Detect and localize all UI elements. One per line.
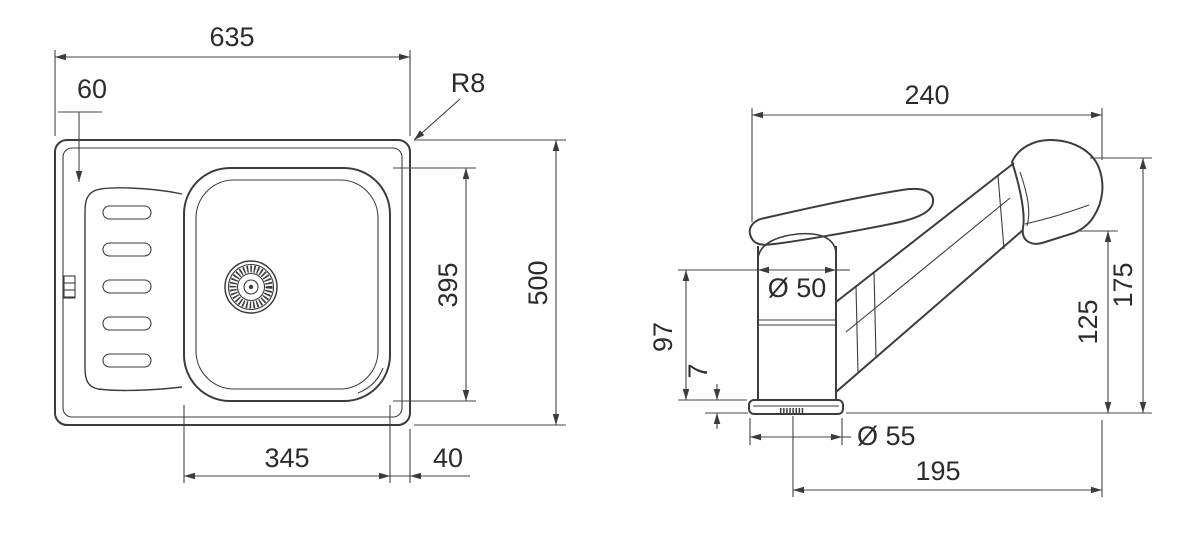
sink-inner-rim [62,147,403,418]
drain-icon [224,260,278,314]
sink-bowl-inner [195,179,379,390]
dim-label-total-width: 635 [209,22,254,52]
dim-label-bowl-depth: 395 [433,262,463,307]
dim-label-ledge-offset: 60 [77,74,107,104]
spray-head [1010,138,1104,245]
drainer-grooves [102,205,152,368]
overflow-grille [63,275,76,299]
spout-lower-edge [835,229,1024,393]
body-dome [757,232,837,259]
drain-center [248,284,254,290]
sink-top-view: 635 60 R8 500 395 [54,22,566,483]
dim-label-corner-radius: R8 [451,68,486,98]
dim-spout-reach: 195 [792,416,1103,497]
dim-label-base-height: 7 [683,363,713,378]
drain-ring [236,272,266,302]
dim-label-total-depth: 500 [523,260,553,305]
faucet-body [757,232,837,400]
spout-nut-line [873,271,877,358]
spray-head-outline [1010,138,1104,245]
dim-base-diameter: Ø 55 [749,418,916,451]
drainer-groove [102,316,152,331]
drain-center-ring [243,279,259,295]
dim-label-overall-width: 240 [904,80,949,110]
dim-label-edge-margin: 40 [433,443,463,473]
dim-bowl-width: 345 40 [183,405,470,483]
spout-head-joint [997,175,1005,250]
dim-base-height: 7 [683,363,748,429]
dim-total-height: 175 [1090,157,1152,413]
dim-sink-ledge-offset: 60 [58,74,107,182]
leader-line [413,98,461,141]
dim-label-body-diameter: Ø 50 [768,273,827,303]
drain-outer-ring [224,260,278,314]
dim-label-outlet-height: 125 [1073,299,1103,344]
dim-sink-total-depth: 500 [414,139,566,426]
dim-faucet-overall-width: 240 [751,80,1103,222]
dim-label-bowl-width: 345 [264,443,309,473]
dim-label-spout-reach: 195 [915,456,960,486]
dim-sink-total-width: 635 [54,22,411,136]
dim-label-total-height: 175 [1108,262,1138,307]
faucet-base-plate [748,399,844,415]
drain-knurl-ring [229,265,273,309]
drainer-area-outline [84,187,183,392]
spray-head-nozzle-line [1024,204,1090,225]
spout-mid-line [845,197,1011,333]
dim-bowl-depth: 395 [393,167,476,402]
drainer-groove [102,205,152,220]
drainer-groove [102,353,152,368]
dim-label-base-diameter: Ø 55 [857,421,916,451]
faucet-lever-handle [748,187,935,246]
drainer-groove [102,242,152,257]
base-plate-outline [748,399,844,415]
dim-label-body-height: 97 [648,322,678,352]
dim-outlet-height: 125 [1073,230,1118,413]
dim-body-height: 97 [648,270,747,401]
drainer-groove [102,279,152,294]
faucet-side-view: 240 Ø 50 97 7 125 [648,80,1152,497]
dim-body-diameter: Ø 50 [678,266,850,303]
sink-bowl-outer [183,167,391,402]
overflow-outline [63,275,76,299]
drain-ring [227,263,275,311]
bowl-corner-highlight [357,367,384,394]
spout-nut-line [855,285,859,374]
spout-upper-edge [835,162,1015,303]
faucet-spout [835,162,1024,393]
spray-head-detail [1019,171,1030,227]
sink-outline [54,139,411,426]
dim-sink-corner-radius: R8 [413,68,486,141]
